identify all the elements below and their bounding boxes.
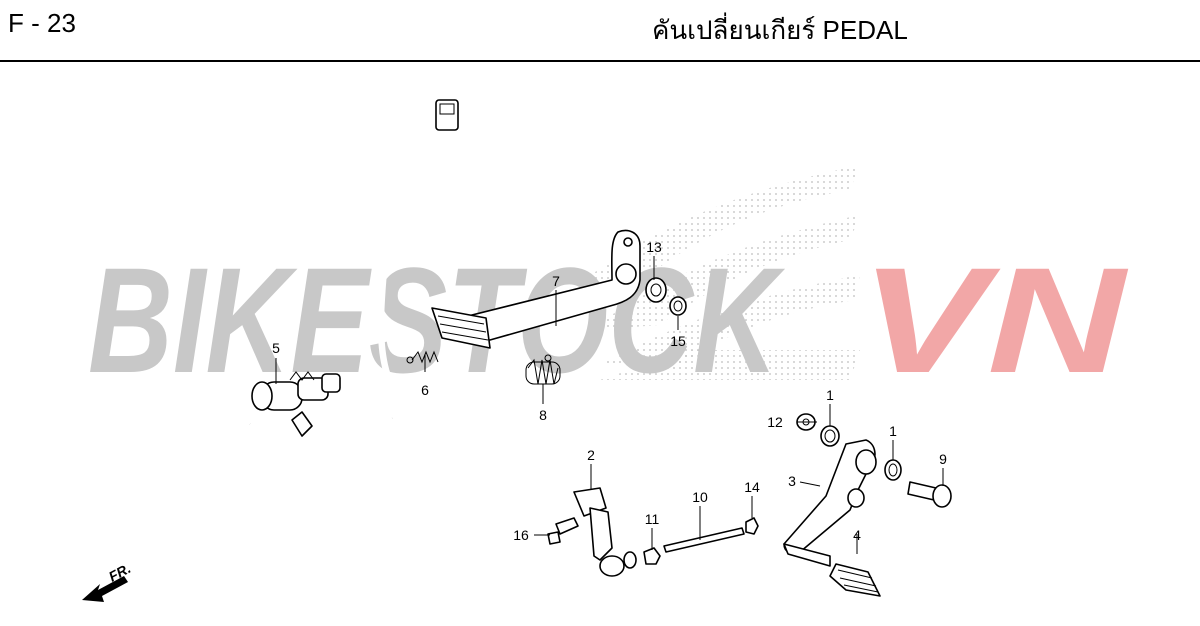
part-5-switch-harness <box>248 99 459 437</box>
front-direction-arrow: FR. <box>82 560 133 602</box>
callout-11: 11 <box>645 511 660 527</box>
part-1a-oil-seal <box>820 425 840 447</box>
callout-6: 6 <box>421 382 429 398</box>
part-11-nut <box>643 547 661 565</box>
page-title: คันเปลี่ยนเกียร์ PEDAL <box>652 15 908 45</box>
callout-1a: 1 <box>826 387 834 403</box>
callout-14: 14 <box>744 479 760 495</box>
header-rule <box>0 60 1200 62</box>
part-2-joint <box>573 487 637 577</box>
page-code: F - 23 <box>8 8 76 38</box>
part-15-clip <box>669 296 687 316</box>
callout-5: 5 <box>272 340 280 356</box>
watermark-red-text: VN <box>860 236 1128 404</box>
bikestock-watermark: BIKESTOCK VN <box>88 236 1128 404</box>
callout-2: 2 <box>587 447 595 463</box>
callout-13: 13 <box>646 239 662 255</box>
fr-label: FR. <box>106 560 133 585</box>
callout-15: 15 <box>670 333 686 349</box>
callout-7: 7 <box>552 273 560 289</box>
leader-lines <box>275 256 944 554</box>
part-10-rod <box>663 527 745 553</box>
callout-9: 9 <box>939 451 947 467</box>
part-9-pivot-bolt <box>907 481 952 508</box>
part-3-change-pedal <box>783 439 877 567</box>
part-4-pedal-rubber <box>829 563 881 597</box>
callout-3: 3 <box>788 473 796 489</box>
part-16-bolt <box>547 517 579 545</box>
callout-labels: 1 1 2 3 4 5 6 7 8 9 10 11 12 13 14 15 16 <box>272 239 947 543</box>
part-7-pedal-arm <box>431 229 641 349</box>
callout-4: 4 <box>853 527 861 543</box>
callout-1b: 1 <box>889 423 897 439</box>
part-14-nut <box>745 517 759 535</box>
callout-8: 8 <box>539 407 547 423</box>
callout-10: 10 <box>692 489 708 505</box>
part-1b-oil-seal <box>884 459 902 481</box>
part-13-washer <box>645 277 667 303</box>
part-6-small-spring <box>406 350 439 364</box>
callout-16: 16 <box>513 527 529 543</box>
callout-12: 12 <box>767 414 783 430</box>
